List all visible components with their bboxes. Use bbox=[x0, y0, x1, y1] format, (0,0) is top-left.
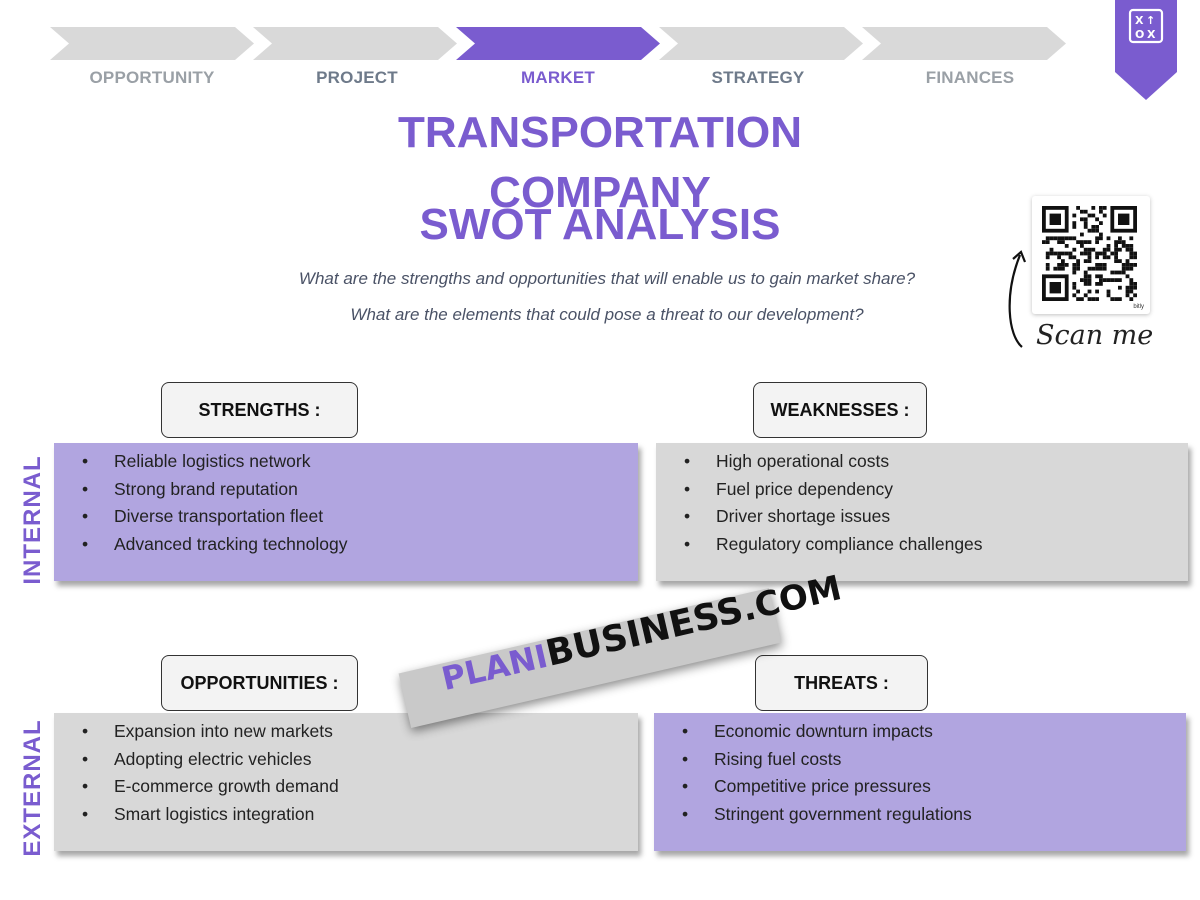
strengths-item-text: Strong brand reputation bbox=[114, 478, 298, 499]
threats-item: • Economic downturn impacts bbox=[654, 720, 1186, 748]
opportunities-item: • Smart logistics integration bbox=[54, 803, 638, 831]
threats-item-text: Competitive price pressures bbox=[714, 776, 931, 796]
strengths-header: STRENGTHS : bbox=[161, 382, 358, 438]
bullet-icon: • bbox=[82, 478, 89, 499]
opportunities-item: • E-commerce growth demand bbox=[54, 775, 638, 803]
scan-me-caption: Scan me bbox=[1036, 320, 1154, 351]
svg-text:X: X bbox=[1135, 14, 1144, 27]
weaknesses-list: • High operational costs • Fuel price depen… bbox=[656, 443, 1188, 560]
step-label-opportunity[interactable]: OPPORTUNITY bbox=[89, 68, 215, 87]
bullet-icon: • bbox=[684, 506, 691, 526]
strengths-item-text: Reliable logistics network bbox=[114, 451, 311, 471]
strategy-badge: X ↑ O X bbox=[1115, 0, 1177, 100]
step-project-chevron[interactable] bbox=[253, 27, 457, 60]
step-finances-chevron[interactable] bbox=[862, 27, 1066, 60]
bullet-icon: • bbox=[82, 506, 89, 526]
weaknesses-item-text: Fuel price dependency bbox=[716, 478, 894, 499]
qr-code[interactable]: bitly bbox=[1032, 196, 1150, 314]
page-title-line1: TRANSPORTATION bbox=[397, 108, 803, 157]
weaknesses-item-text: Regulatory compliance challenges bbox=[716, 533, 983, 554]
planibusiness-watermark: PLANIBUSINESS.COM bbox=[438, 568, 845, 718]
weaknesses-item-text: High operational costs bbox=[716, 451, 890, 471]
internal-axis-label: INTERNAL bbox=[19, 455, 46, 585]
svg-text:↑: ↑ bbox=[1146, 14, 1155, 27]
bullet-icon: • bbox=[682, 776, 689, 796]
bullet-icon: • bbox=[684, 478, 691, 499]
weaknesses-item: • Fuel price dependency bbox=[656, 478, 1188, 506]
opportunities-box: • Expansion into new markets • Adopting ele… bbox=[54, 713, 638, 851]
step-label-market[interactable]: MARKET bbox=[521, 68, 595, 87]
progress-steps bbox=[50, 27, 1070, 63]
question-2: What are the elements that could pose a … bbox=[350, 305, 864, 324]
step-label-project[interactable]: PROJECT bbox=[316, 68, 398, 87]
bullet-icon: • bbox=[82, 748, 89, 769]
weaknesses-item: • Driver shortage issues bbox=[656, 505, 1188, 533]
threats-header: THREATS : bbox=[755, 655, 928, 711]
curved-arrow-icon bbox=[1008, 250, 1027, 348]
weaknesses-item: • Regulatory compliance challenges bbox=[656, 533, 1188, 561]
opportunities-item-text: Expansion into new markets bbox=[114, 721, 333, 741]
external-axis-label: EXTERNAL bbox=[19, 719, 46, 857]
opportunities-item-text: E-commerce growth demand bbox=[114, 776, 339, 796]
bullet-icon: • bbox=[682, 803, 689, 824]
opportunities-item: • Expansion into new markets bbox=[54, 720, 638, 748]
weaknesses-item: • High operational costs bbox=[656, 450, 1188, 478]
strengths-item: • Advanced tracking technology bbox=[54, 533, 638, 561]
strengths-item: • Strong brand reputation bbox=[54, 478, 638, 506]
strategy-board-icon: X ↑ O X bbox=[1128, 8, 1164, 44]
threats-item-text: Rising fuel costs bbox=[714, 748, 842, 769]
step-opportunity-chevron[interactable] bbox=[50, 27, 254, 60]
qr-code-image bbox=[1042, 206, 1137, 301]
opportunities-item-text: Adopting electric vehicles bbox=[114, 748, 312, 769]
qr-brand: bitly bbox=[1133, 304, 1144, 310]
strengths-box: • Reliable logistics network • Strong brand… bbox=[54, 443, 638, 581]
opportunities-item: • Adopting electric vehicles bbox=[54, 748, 638, 776]
step-market-chevron[interactable] bbox=[456, 27, 660, 60]
threats-item-text: Stringent government regulations bbox=[714, 803, 972, 824]
strengths-item-text: Advanced tracking technology bbox=[114, 533, 348, 554]
strengths-item-text: Diverse transportation fleet bbox=[114, 506, 324, 526]
weaknesses-box: • High operational costs • Fuel price depen… bbox=[656, 443, 1188, 581]
bullet-icon: • bbox=[682, 721, 689, 741]
bullet-icon: • bbox=[684, 451, 691, 471]
step-label-strategy[interactable]: STRATEGY bbox=[711, 68, 805, 87]
bullet-icon: • bbox=[82, 721, 89, 741]
opportunities-item-text: Smart logistics integration bbox=[114, 803, 315, 824]
bullet-icon: • bbox=[682, 748, 689, 769]
bullet-icon: • bbox=[82, 803, 89, 824]
bullet-icon: • bbox=[684, 533, 691, 554]
step-label-finances[interactable]: FINANCES bbox=[925, 68, 1015, 87]
bullet-icon: • bbox=[82, 533, 89, 554]
svg-text:X: X bbox=[1147, 28, 1156, 41]
svg-text:O: O bbox=[1135, 28, 1144, 41]
weaknesses-item-text: Driver shortage issues bbox=[716, 506, 891, 526]
threats-box: • Economic downturn impacts • Rising fuel c… bbox=[654, 713, 1186, 851]
threats-item: • Rising fuel costs bbox=[654, 748, 1186, 776]
threats-item: • Stringent government regulations bbox=[654, 803, 1186, 831]
threats-item: • Competitive price pressures bbox=[654, 775, 1186, 803]
question-1: What are the strengths and opportunities… bbox=[298, 269, 916, 288]
strengths-item: • Reliable logistics network bbox=[54, 450, 638, 478]
watermark-part1: PLANI bbox=[438, 636, 552, 698]
watermark-part2: BUSINESS bbox=[542, 589, 748, 675]
threats-list: • Economic downturn impacts • Rising fuel c… bbox=[654, 713, 1186, 830]
bullet-icon: • bbox=[82, 776, 89, 796]
weaknesses-header: WEAKNESSES : bbox=[753, 382, 927, 438]
opportunities-header: OPPORTUNITIES : bbox=[161, 655, 358, 711]
step-strategy-chevron[interactable] bbox=[659, 27, 863, 60]
strengths-list: • Reliable logistics network • Strong brand… bbox=[54, 443, 638, 560]
bullet-icon: • bbox=[82, 451, 89, 471]
opportunities-list: • Expansion into new markets • Adopting ele… bbox=[54, 713, 638, 830]
page-title-line3: SWOT ANALYSIS bbox=[419, 200, 781, 249]
strengths-item: • Diverse transportation fleet bbox=[54, 505, 638, 533]
page-title-line2: COMPANY bbox=[489, 168, 711, 217]
threats-item-text: Economic downturn impacts bbox=[714, 721, 933, 741]
